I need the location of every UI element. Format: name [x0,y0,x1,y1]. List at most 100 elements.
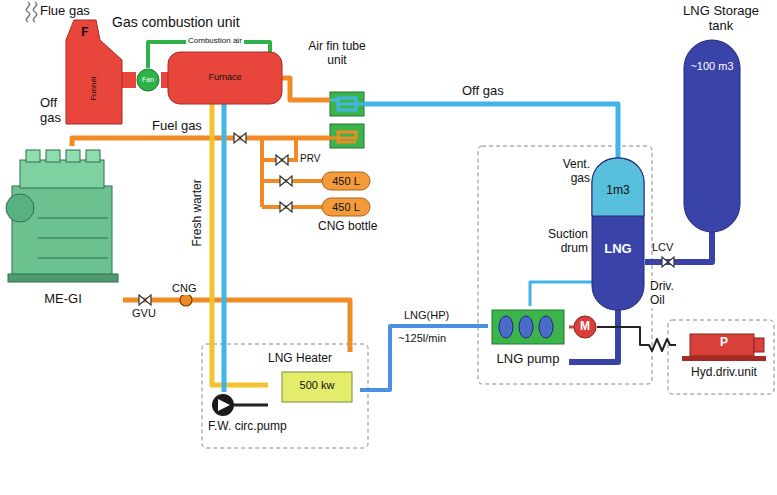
pump-body [539,316,553,338]
node-label: P [706,336,742,350]
valve-symbol [139,295,151,305]
valve-symbol [280,176,292,186]
node-label: 450 L [322,201,370,214]
shape-outline [670,4,772,232]
fresh-water-pipe [222,104,227,392]
hp-lng-pipe [360,326,488,390]
engine-top [20,160,104,188]
node-label: Vent. gas [552,158,590,186]
shape-outline [592,158,644,310]
tank-shape [684,40,740,232]
node-label: LNG Heater [268,352,358,366]
lng-pipe [645,232,712,262]
fan: Fan [136,68,161,92]
funnel: F Funnel [66,20,122,124]
cng-pipe [260,138,264,207]
hyd-unit-base [682,356,766,361]
hydraulic-unit: P Hyd.driv.unit [676,326,773,388]
drum-vapour [592,158,644,216]
group-outline [202,344,368,448]
node-label: ME-GI [4,292,122,307]
engine-rib [38,218,108,219]
valve-symbol [280,202,292,212]
suction-drum: Vent. gas1m3LNG [592,158,645,310]
off-gas-pipe [374,104,618,158]
cng-pipe [123,300,350,352]
engine: ME-GI [4,146,123,316]
node-detail: Funnel [89,59,98,119]
furnace: Furnace [168,52,282,104]
text-label: CNG bottle [318,220,377,234]
valve-symbol [276,155,288,165]
node-detail: ~100 m3 [684,60,740,73]
lng-storage-tank: LNG Storage tank ~100 m3 [670,4,773,232]
fuel-gas-pipe [72,138,300,146]
bottle-shape [322,172,370,190]
pipe-label: LNG(HP) [402,309,451,322]
coil-line [300,98,364,110]
funnel-shape [66,20,122,124]
shape-outline [208,392,318,442]
node-label: F [74,26,96,40]
pump-symbol [212,394,234,416]
pump-body [519,316,533,338]
motor: M [574,316,597,338]
coil-box [330,124,364,148]
flow-meter-symbol [180,294,192,306]
fresh-water-pipe [234,404,268,407]
valve-symbol [234,133,246,143]
flue-smoke [33,2,36,22]
node-detail: 1m3 [592,184,644,198]
cng-bottle: 450 L [322,172,371,190]
text-label: PRV [300,153,320,165]
pipe-label: Fuel gas [150,119,204,134]
engine-cylinder [26,150,40,162]
text-label: GVU [132,307,156,320]
shape-outline [66,20,122,124]
node-detail: Hyd.driv.unit [676,366,772,380]
engine-cylinder [86,150,100,162]
cng-pipe [262,138,296,160]
hyd-unit-motor [754,338,764,352]
node-detail: 500 kw [282,379,352,392]
flue-duct [122,72,136,88]
lng-heater: LNG Heater 500 kw [268,352,360,406]
text-label: LCV [652,241,673,254]
group-outline [478,146,652,384]
lng-pump: LNG pump [488,306,569,376]
bottle-shape [322,198,370,216]
furnace-shape [168,52,282,104]
fan-shape [137,69,159,91]
engine-turbo [6,194,34,222]
node-label: 450 L [322,175,370,188]
text-label: Off gas [40,96,70,126]
node-label: LNG Storage tank [670,4,772,34]
circulation-pump: F.W. circ.pump [208,392,319,442]
coil-stub [300,136,330,141]
node-label: M [574,320,596,334]
flue-duct [161,72,168,88]
group-outline [668,320,774,394]
engine-rib [38,238,108,239]
gas-pipe [282,78,300,100]
pump-box [492,310,564,344]
engine-cylinder [46,150,60,162]
node-label: LNG pump [488,352,568,367]
node-label: Furnace [188,72,262,82]
shape-outline [4,146,122,316]
fresh-water-pipe [212,104,268,385]
engine-cylinder [66,150,80,162]
motor-shaft [569,326,574,329]
engine-bedplate [8,274,118,282]
pipe-label: Driv. Oil [648,280,688,308]
drum-shape [592,158,644,310]
cng-bottle: 450 L [322,198,371,216]
pipe-label: Off gas [460,84,506,99]
node-label: Fan [136,76,160,84]
text-label: Flue gas [40,4,90,19]
pump-triangle [218,399,230,411]
coil-line [300,98,330,103]
node-detail: LNG [592,242,644,257]
